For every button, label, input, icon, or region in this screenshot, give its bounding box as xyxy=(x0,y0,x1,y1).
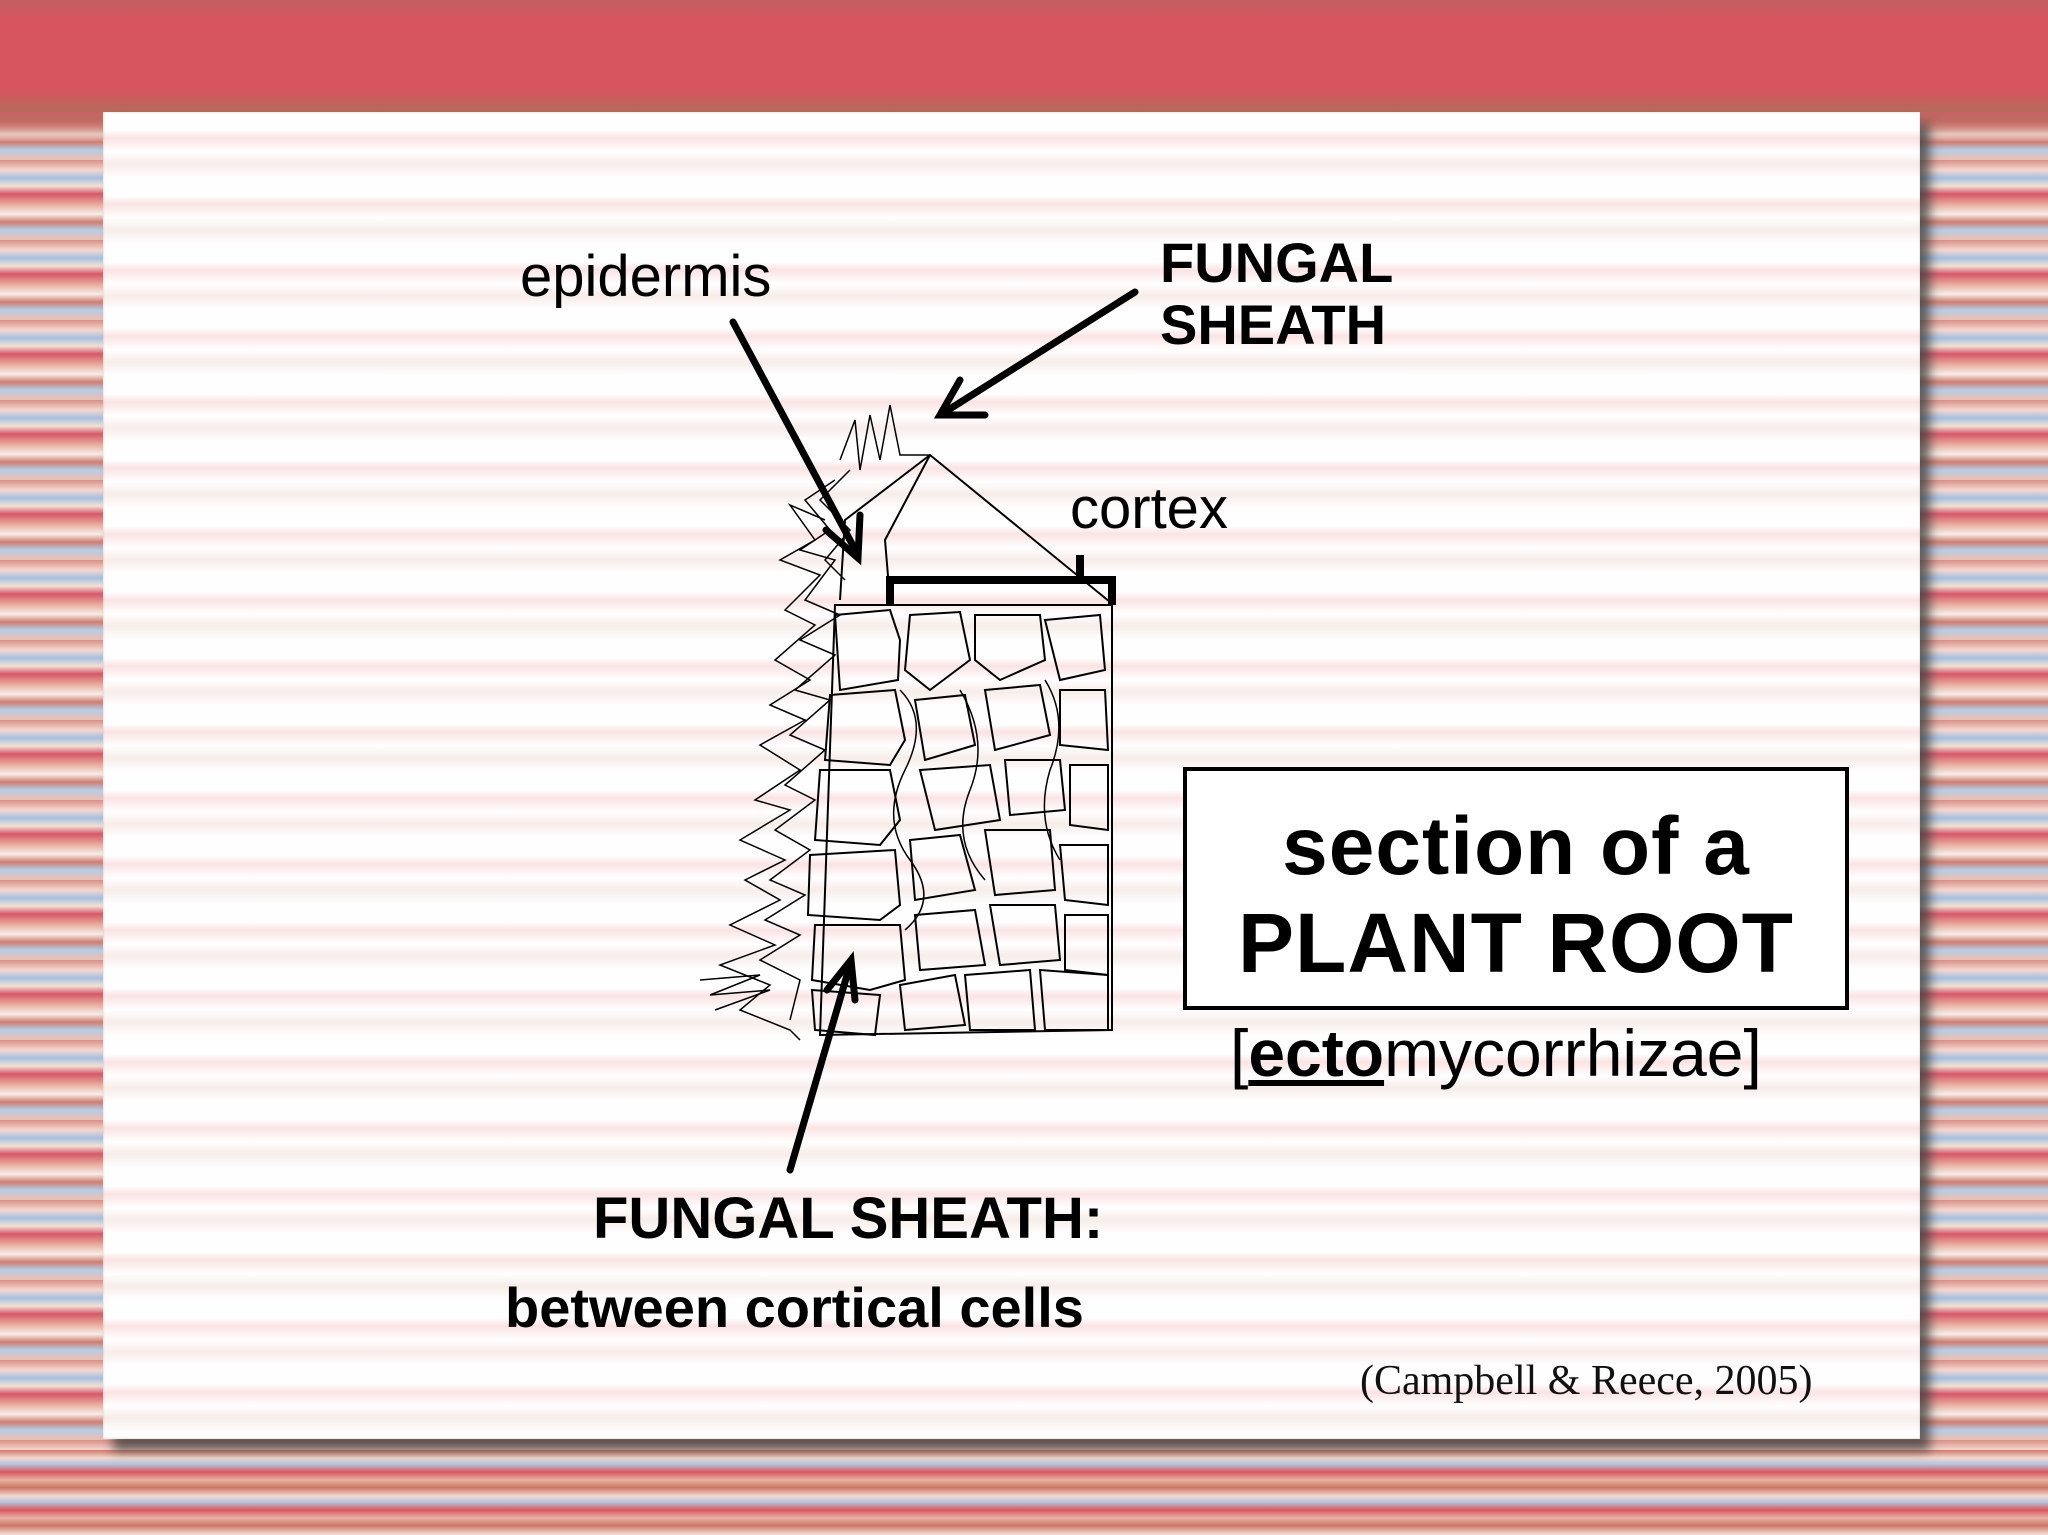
epidermis-label: epidermis xyxy=(520,244,772,309)
cortical-cell xyxy=(918,763,1002,832)
fungal-sheath-bottom-label: FUNGAL SHEATH: xyxy=(593,1186,1104,1251)
cortical-cell xyxy=(974,614,1047,682)
cortex-bracket xyxy=(886,555,1116,605)
title-line1: section of a xyxy=(1282,801,1750,892)
fungal-sheath-bottom-arrowhead xyxy=(823,951,859,1004)
root-outline xyxy=(818,604,1113,1037)
cortical-cell xyxy=(983,683,1052,752)
epidermal-cell xyxy=(810,924,907,992)
epidermal-cell xyxy=(833,608,902,692)
fungal-sheath-fringe xyxy=(699,404,930,1041)
fungal-sheath-top-line1: FUNGAL xyxy=(1160,231,1394,294)
cortical-cell xyxy=(903,610,972,692)
cortical-cell xyxy=(898,973,967,1032)
bottom-frame-band xyxy=(0,1450,2048,1535)
cortical-cell xyxy=(1058,844,1109,907)
fungal-sheath-top-label: FUNGAL SHEATH xyxy=(1160,232,1393,356)
cortical-cell xyxy=(1064,914,1109,977)
cortical-cell xyxy=(1038,968,1109,1031)
cortical-cell xyxy=(1003,759,1067,817)
cortical-cell xyxy=(1043,613,1107,682)
fungal-sheath-top-arrow xyxy=(941,288,1139,416)
subtitle-close-bracket: ] xyxy=(1743,1016,1762,1090)
section-top-wedge xyxy=(839,453,1111,603)
cortical-cell xyxy=(908,833,977,902)
cortex-label: cortex xyxy=(1070,476,1228,541)
top-frame-band xyxy=(0,0,2048,112)
cortical-cell xyxy=(913,693,977,762)
title-box: section of a PLANT ROOT xyxy=(1183,767,1849,1010)
cortical-cell xyxy=(988,904,1062,967)
epidermal-cell xyxy=(823,688,907,767)
cortical-cell xyxy=(983,829,1057,897)
subtitle-prefix: ecto xyxy=(1248,1016,1385,1090)
fungal-sheath-bottom-arrow xyxy=(786,961,854,1174)
cortical-cell xyxy=(963,968,1037,1031)
epidermis-arrowhead xyxy=(822,511,864,566)
epidermal-cell xyxy=(806,848,902,922)
subtitle-rest: mycorrhizae xyxy=(1384,1016,1744,1090)
citation: (Campbell & Reece, 2005) xyxy=(1360,1358,1813,1404)
title-line2: PLANT ROOT xyxy=(1238,896,1794,990)
between-cortical-cells-label: between cortical cells xyxy=(505,1276,1084,1339)
subtitle: [ectomycorrhizae] xyxy=(1230,1015,1762,1091)
fungal-sheath-top-arrowhead xyxy=(933,376,989,419)
subtitle-open-bracket: [ xyxy=(1230,1016,1249,1090)
cortical-cell xyxy=(1059,689,1110,752)
cortical-cell xyxy=(913,908,987,972)
epidermal-cell xyxy=(813,769,902,847)
fungal-sheath-top-line2: SHEATH xyxy=(1160,293,1387,356)
epidermis-arrow xyxy=(729,318,862,559)
cortical-cell xyxy=(1069,764,1109,832)
